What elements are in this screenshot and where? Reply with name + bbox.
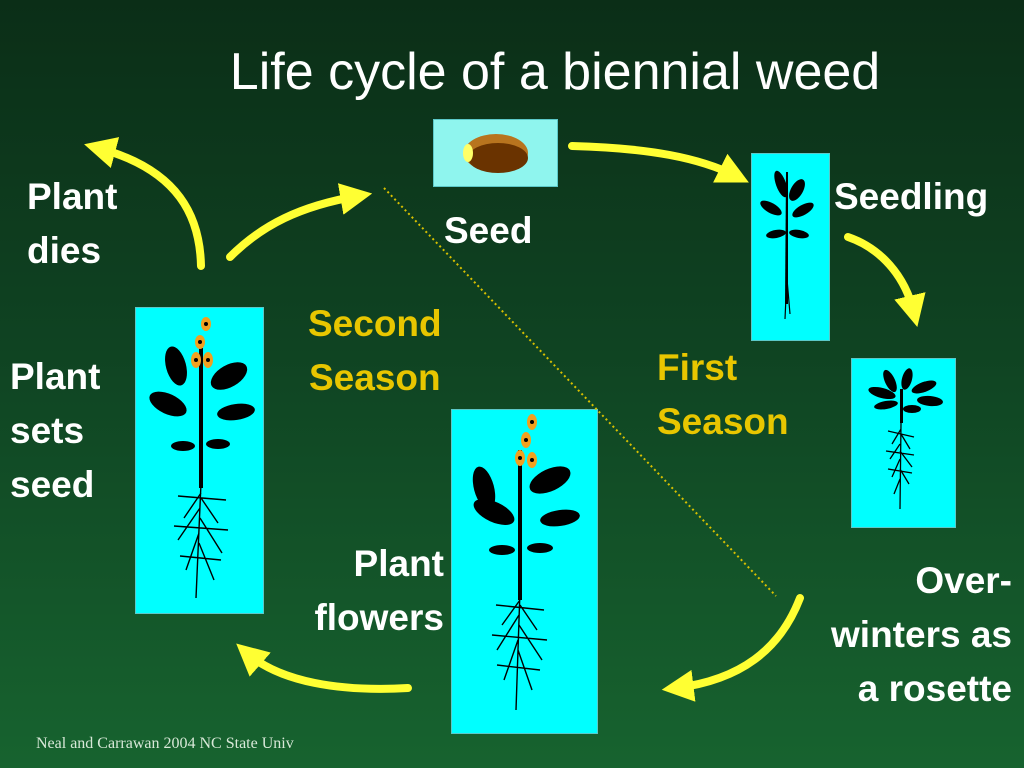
seedling-icon — [760, 170, 814, 320]
label-first-season: First Season — [657, 347, 789, 442]
seedling-image — [751, 153, 830, 341]
flowering-plant-image — [451, 409, 598, 734]
seed-icon — [463, 134, 528, 173]
arrow-to-seed — [226, 183, 373, 261]
label-plant-dies: Plant dies — [27, 176, 118, 271]
rosette-icon — [868, 368, 943, 510]
arrow-sets-seed-to-dies — [84, 137, 205, 270]
footer-credit: Neal and Carrawan 2004 NC State Univ — [36, 735, 294, 752]
label-overwinters: Over- winters as a rosette — [831, 560, 1012, 709]
flowering-plant-icon — [472, 414, 580, 711]
slide-title: Life cycle of a biennial weed — [229, 43, 881, 101]
arrow-seed-to-seedling — [568, 142, 749, 183]
label-plant-flowers: Plant flowers — [314, 543, 444, 638]
seed-image — [433, 119, 558, 187]
label-second-season: Second Season — [308, 303, 442, 398]
season-divider — [383, 187, 777, 597]
label-seed: Seed — [444, 210, 533, 251]
arrow-flowers-to-sets-seed — [236, 643, 412, 693]
seeding-plant-icon — [149, 317, 255, 599]
seeding-plant-image — [135, 307, 264, 614]
rosette-image — [851, 358, 956, 528]
flower-icon — [515, 414, 537, 468]
label-seedling: Seedling — [834, 176, 989, 217]
seed-pod-icon — [191, 317, 213, 368]
arrow-seedling-to-rosette — [844, 233, 926, 328]
label-plant-sets-seed: Plant sets seed — [10, 356, 101, 505]
arrow-rosette-to-flowers — [661, 594, 804, 702]
